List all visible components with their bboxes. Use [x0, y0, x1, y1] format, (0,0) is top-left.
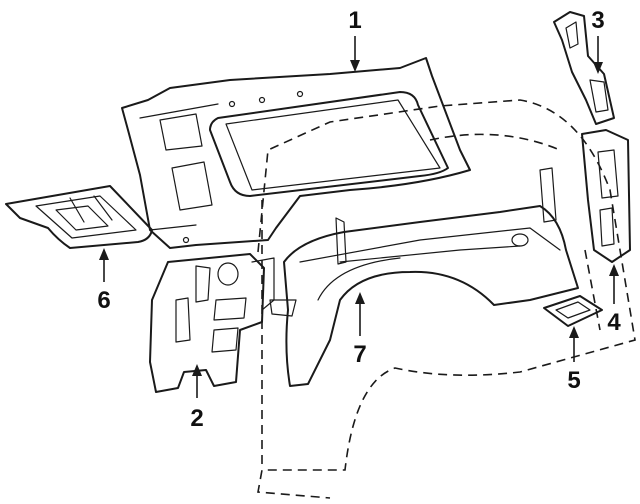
callout-3: 3	[591, 7, 604, 34]
arrowhead-3-icon	[593, 62, 603, 74]
part-5-bracket	[543, 295, 603, 327]
part-7-wheelhouse	[269, 167, 579, 387]
callout-5: 5	[567, 367, 580, 394]
callout-labels: 1 2 3 4 5 6 7	[97, 7, 621, 432]
part-4-lock-pillar	[581, 129, 631, 263]
arrowhead-5-icon	[569, 326, 579, 338]
leader-lines	[99, 36, 619, 398]
arrowhead-7-icon	[355, 292, 365, 304]
part-6-floor-panel	[5, 185, 153, 249]
arrowhead-4-icon	[609, 264, 619, 276]
arrowhead-2-icon	[192, 364, 202, 376]
callout-4: 4	[607, 309, 621, 336]
callout-2: 2	[190, 405, 203, 432]
part-2-inner-panel	[149, 253, 275, 393]
phantom-body-outline	[257, 99, 636, 499]
callout-7: 7	[353, 341, 366, 368]
arrowhead-6-icon	[99, 248, 109, 260]
arrowhead-1-icon	[350, 60, 360, 72]
callout-6: 6	[97, 287, 110, 314]
part-3-pillar	[553, 11, 615, 125]
part-1-quarter-panel	[121, 57, 471, 249]
callout-1: 1	[348, 7, 361, 34]
